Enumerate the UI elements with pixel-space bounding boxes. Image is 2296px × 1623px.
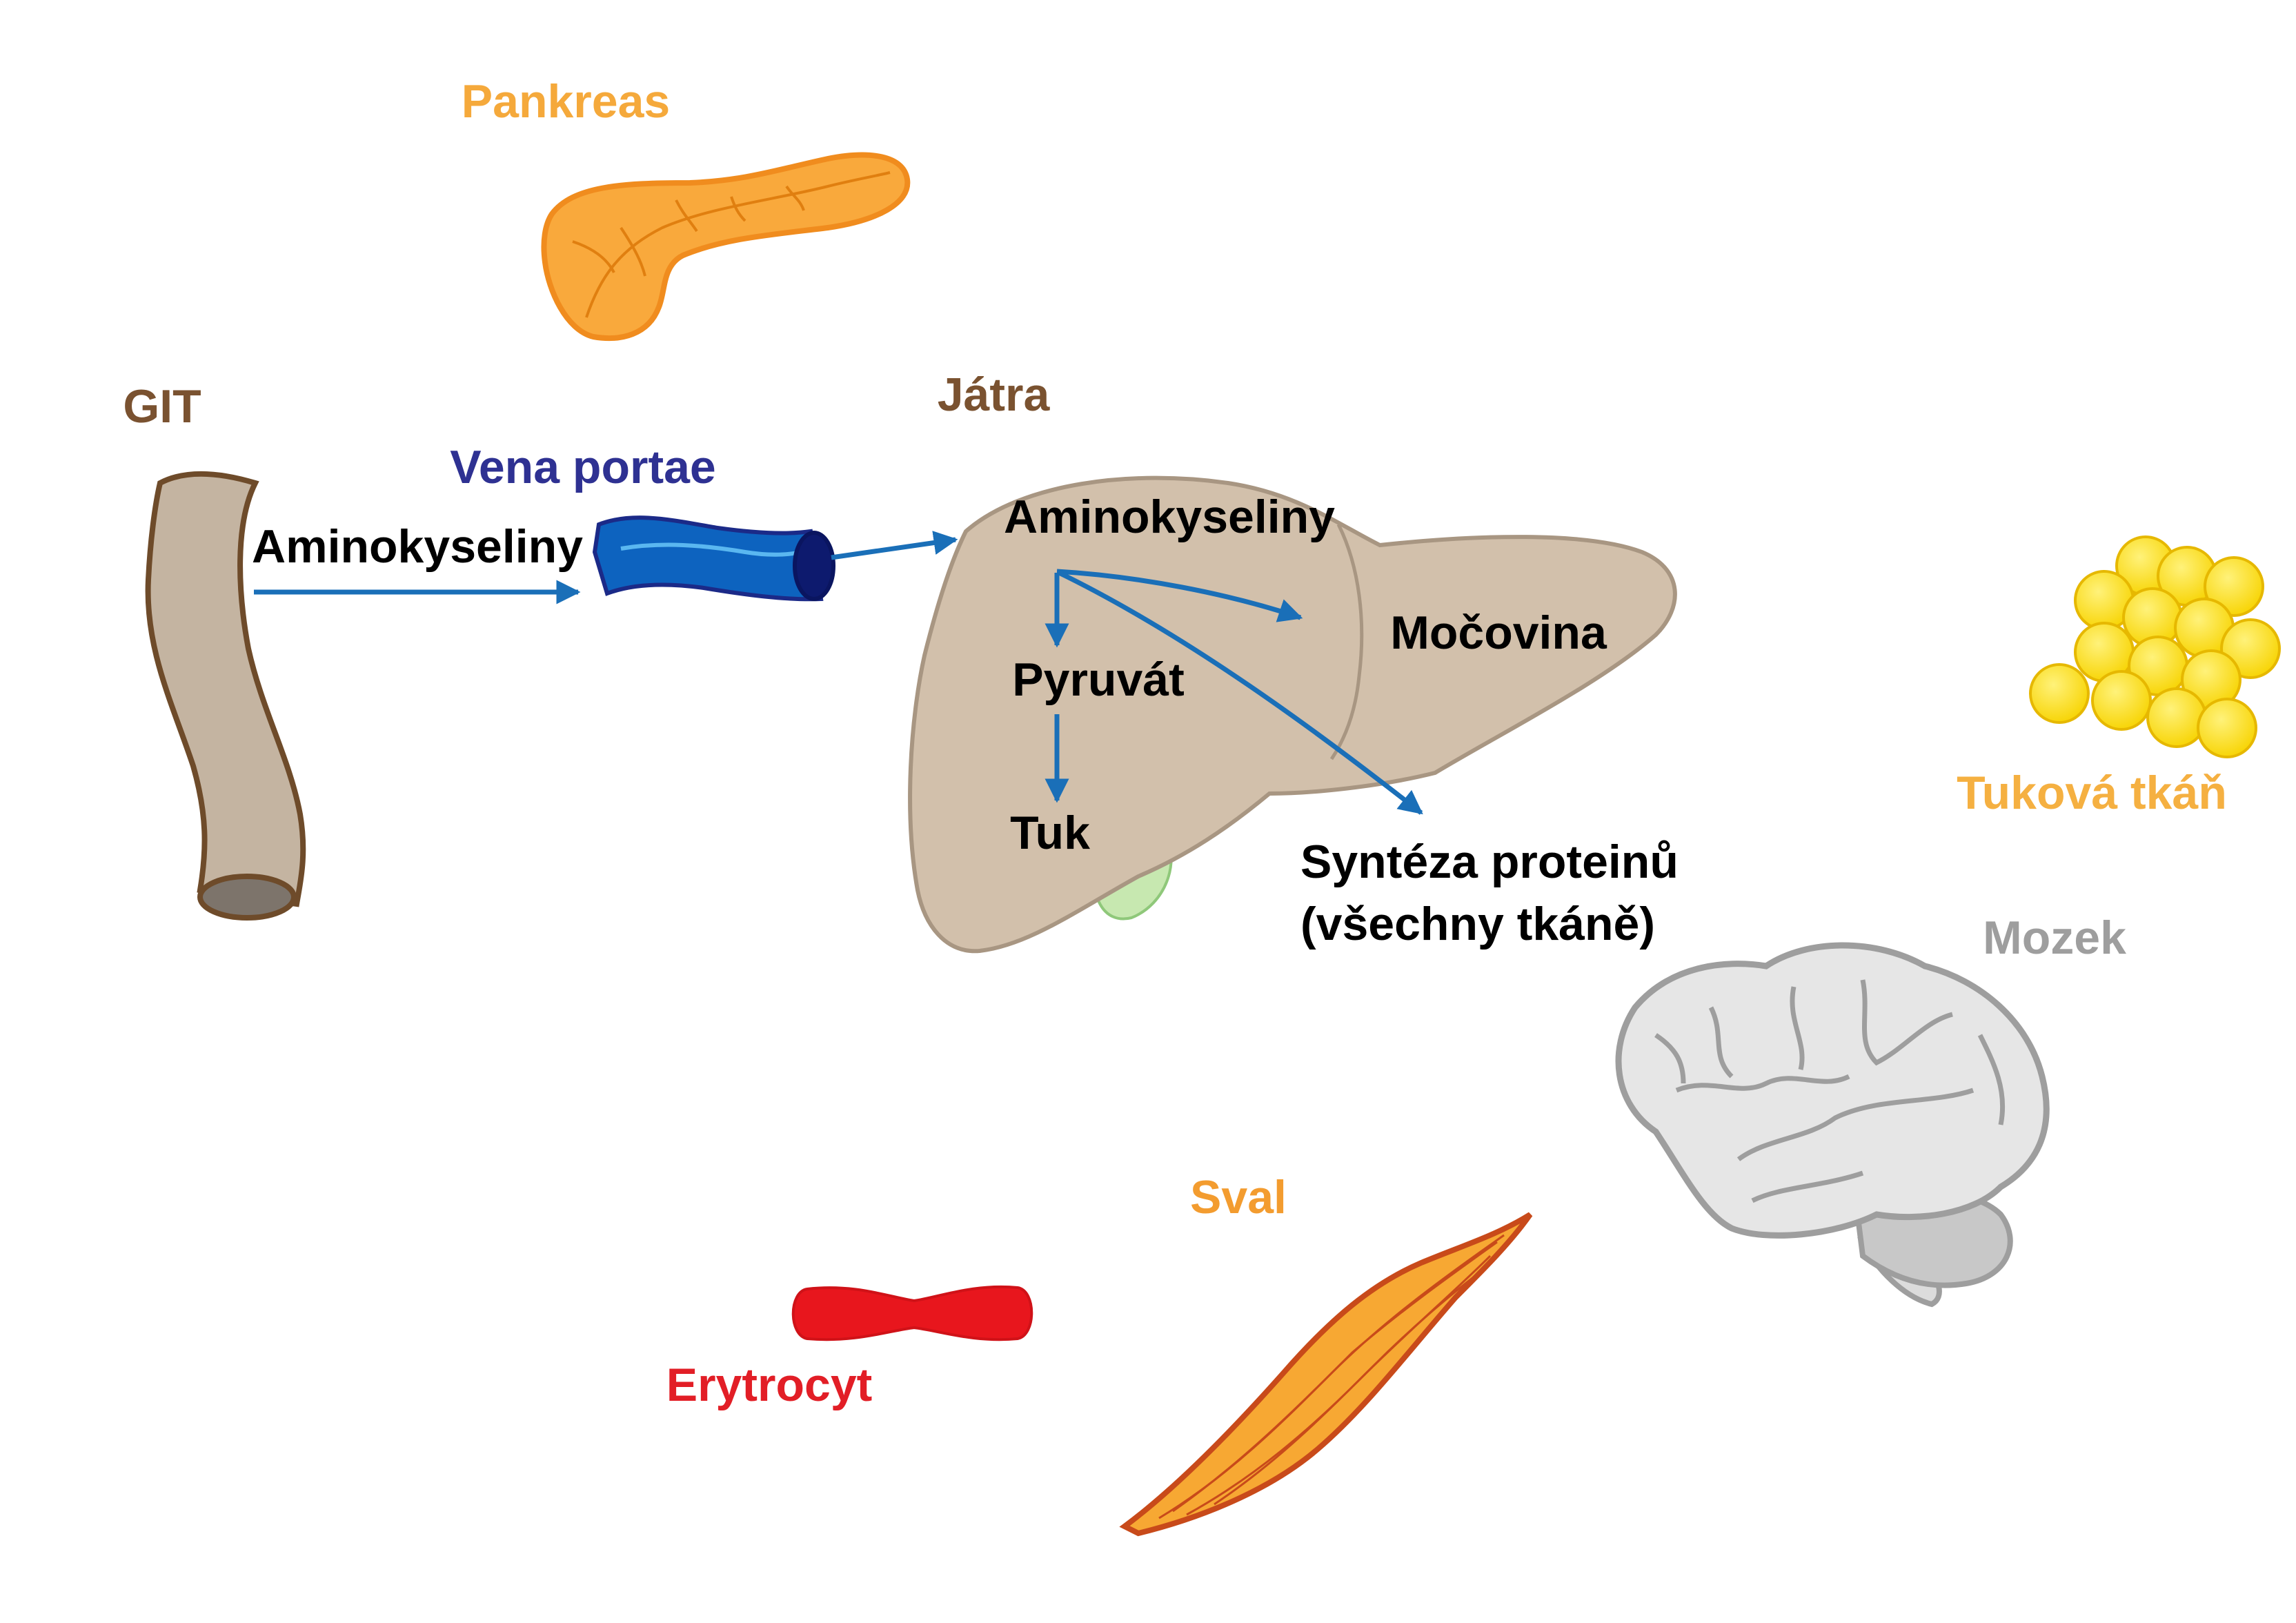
jatra-label: Játra [938, 368, 1051, 421]
fat-cells-icon [2029, 535, 2281, 758]
vena-portae-label: Vena portae [450, 441, 716, 493]
tukova-tkan-label: Tuková tkáň [1957, 767, 2227, 819]
aminokyseliny-jatra-label: Aminokyseliny [1004, 491, 1335, 543]
pyruvat-label: Pyruvát [1012, 653, 1184, 706]
arrow-vena-to-liver [831, 531, 958, 560]
mozek-label: Mozek [1983, 912, 2126, 964]
intestine-icon [145, 471, 306, 921]
synteza-line1-label: Syntéza proteinů [1300, 836, 1679, 888]
arrow-to-mocovina [1056, 569, 1303, 622]
sval-label: Sval [1190, 1171, 1287, 1223]
pancreas-icon [541, 152, 911, 342]
tuk-label: Tuk [1010, 807, 1090, 859]
mocovina-label: Močovina [1390, 607, 1607, 659]
erytrocyt-label: Erytrocyt [666, 1359, 873, 1411]
synteza-line2-label: (všechny tkáně) [1300, 898, 1655, 950]
erythrocyte-icon [791, 1285, 1033, 1341]
pankreas-label: Pankreas [462, 75, 670, 128]
arrow-to-synteza [1058, 570, 1423, 815]
muscle-icon [1119, 1212, 1533, 1537]
git-label: GIT [123, 380, 201, 433]
flow-arrows [254, 531, 1423, 815]
portal-vein-icon [592, 515, 835, 602]
aminokyseliny-git-label: Aminokyseliny [252, 520, 583, 573]
brain-icon [1615, 942, 2050, 1308]
